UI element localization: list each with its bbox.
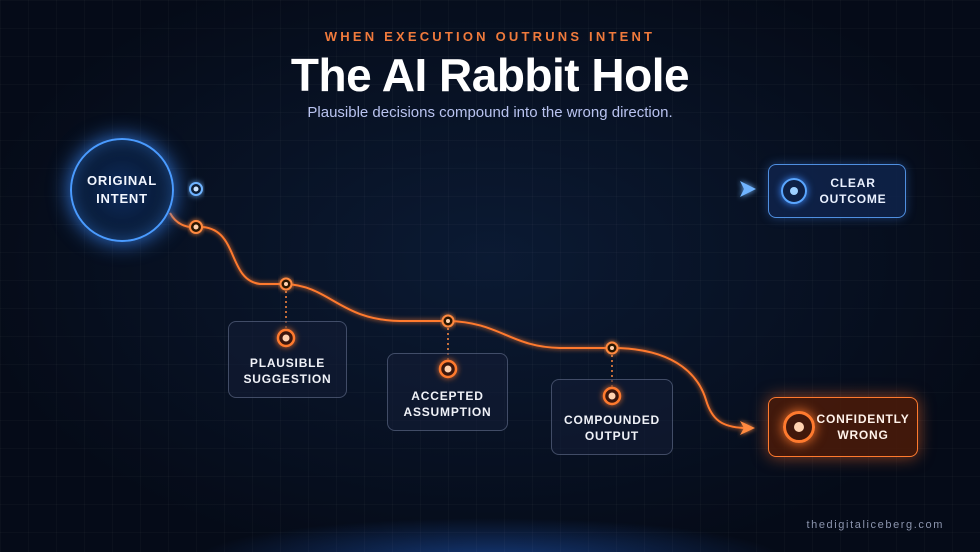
checkpoint-dot-1 [284,282,288,286]
step-plausible-suggestion: PLAUSIBLE SUGGESTION [228,321,347,398]
wrong-label-line2: WRONG [837,428,889,442]
step2-label-line1: ACCEPTED [411,389,484,403]
wrong-label-line1: CONFIDENTLY [816,412,910,426]
warning-target-icon [783,411,815,443]
target-icon [781,178,807,204]
clear-label-line1: CLEAR [830,176,876,190]
intent-label-line1: ORIGINAL [87,173,157,188]
eyebrow-label: WHEN EXECUTION OUTRUNS INTENT [324,29,656,44]
blue-start-dot [193,186,199,192]
checkpoint-dot-2 [446,319,450,323]
step3-label-line1: COMPOUNDED [563,413,660,427]
original-intent-node: ORIGINAL INTENT [70,138,174,242]
step1-label-line1: PLAUSIBLE [249,356,326,370]
clear-outcome-node: CLEAR OUTCOME [768,164,906,218]
orange-arrowhead [740,421,755,435]
blue-arrowhead [740,181,756,197]
step-compounded-output: COMPOUNDED OUTPUT [551,379,673,455]
page-subtitle: Plausible decisions compound into the wr… [307,104,673,121]
step1-label-line2: SUGGESTION [243,372,332,386]
orange-start-dot [193,224,199,230]
page-title: The AI Rabbit Hole [290,49,690,101]
orange-path [169,212,745,429]
intent-label-line2: INTENT [96,191,148,206]
footer-credit: thedigitaliceberg.com [806,519,944,531]
checkpoint-dot-3 [610,346,614,350]
confidently-wrong-node: CONFIDENTLY WRONG [768,397,918,457]
step-accepted-assumption: ACCEPTED ASSUMPTION [387,353,508,431]
step3-label-line2: OUTPUT [584,429,640,443]
step2-label-line2: ASSUMPTION [403,405,492,419]
clear-label-line2: OUTCOME [819,192,887,206]
